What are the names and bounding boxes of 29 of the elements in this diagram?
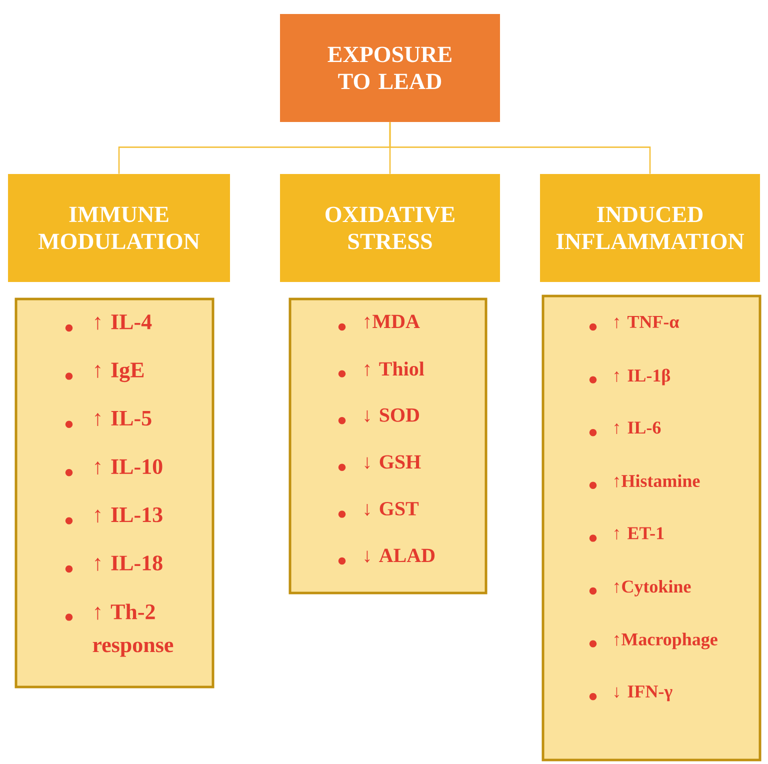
bullet-item: ↓ ALAD: [338, 548, 435, 565]
bullet-item: ↑Cytokine: [589, 580, 691, 596]
bullet-item: ↑ IL-13: [65, 507, 162, 524]
bullet-item: ↑ IL-10: [65, 459, 162, 476]
category-box: OXIDATIVE STRESS: [280, 174, 500, 282]
bullet-item: ↑ Thiol: [338, 362, 424, 378]
list-box: [14, 298, 214, 688]
bullet-item: ↑ TNF-α: [589, 316, 680, 331]
bullet-item: ↑ IL-4: [65, 314, 152, 332]
connector: [389, 122, 651, 174]
bullet-item: ↑ IL-5: [65, 411, 152, 428]
list-box: [542, 294, 762, 762]
category-box: INDUCED INFLAMMATION: [540, 174, 760, 282]
bullet-item: ↑ ET-1: [589, 527, 664, 542]
bullet-item: ↑ IgE: [65, 362, 144, 382]
bullet-item: ↑ IL-6: [589, 422, 661, 436]
bullet-item: ↓ GST: [338, 502, 419, 518]
bullet-item: ↑ IL-1β: [589, 368, 670, 386]
bullet-item: ↑Histamine: [589, 474, 700, 489]
bullet-item: ↓ GSH: [338, 455, 421, 471]
bullet-item: ↑Macrophage: [589, 632, 718, 650]
bullet-item: ↓ IFN-γ: [589, 686, 672, 702]
category-box: IMMUNE MODULATION: [8, 174, 230, 282]
list-box: [288, 298, 488, 594]
bullet-item: ↓ SOD: [338, 408, 420, 424]
bullet-item: ↑MDA: [338, 314, 420, 331]
bullet-item: ↑ IL-18: [65, 556, 162, 573]
top-box: EXPOSURE TO LEAD: [280, 14, 500, 122]
bullet-item: ↑ Th-2 response: [65, 604, 174, 657]
